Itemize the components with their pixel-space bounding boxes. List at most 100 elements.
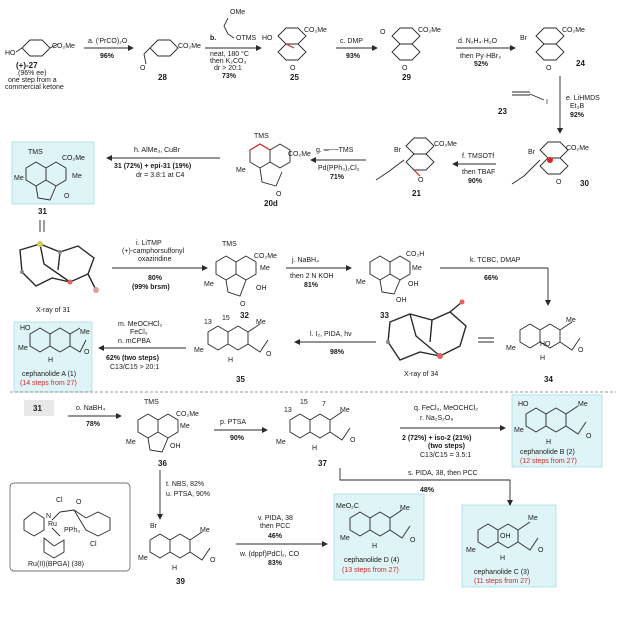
step-i-brsm: (99% brsm) [132, 284, 170, 291]
atom-ho-34: HO [540, 341, 551, 348]
atom-c15-37: 15 [300, 399, 308, 406]
atom-ho-ceph-a: HO [20, 325, 31, 332]
atom-o-28: O [140, 65, 146, 72]
step-c-yield: 93% [346, 53, 361, 60]
compound-label-39: 39 [176, 577, 185, 586]
atom-h-ceph-c: H [500, 555, 505, 562]
atom-co2me-32: CO₂Me [254, 253, 277, 260]
structure-ru-catalyst [23, 509, 111, 559]
step-q-two: (two steps) [428, 443, 465, 450]
step-k-yield: 66% [484, 275, 499, 282]
atom-me-34b: Me [506, 345, 516, 352]
compound-label-25: 25 [290, 73, 299, 82]
step-t-reagent: t. NBS, 82% [166, 481, 204, 488]
step-m-reagent: m. MeOCHCl₂ [118, 321, 163, 328]
atom-meo2c-ceph-d: MeO₂C [336, 503, 359, 510]
step-s-yield: 48% [420, 487, 435, 494]
step-g-yield: 71% [330, 174, 345, 181]
atom-co2me-21: CO₂Me [434, 141, 457, 148]
equivalence-bar [39, 220, 45, 232]
atom-o-34: O [578, 347, 584, 354]
compound-27-note2: commercial ketone [5, 84, 64, 91]
xray-34-caption: X-ray of 34 [404, 371, 438, 378]
step-p-reagent: p. PTSA [220, 419, 246, 426]
compound-31-start: 31 [33, 404, 42, 413]
atom-co2me-24: CO₂Me [562, 27, 585, 34]
step-j-reagent: j. NaBH₄ [291, 257, 319, 264]
compound-27-note1: one step from a [8, 77, 57, 84]
atom-br-24: Br [520, 35, 528, 42]
step-i-cond2: oxaziridine [138, 256, 172, 263]
step-q-ratio: C13/C15 = 3.5:1 [420, 452, 471, 459]
structure-cephanolide-b [525, 405, 587, 435]
atom-h-35: H [228, 357, 233, 364]
compound-label-35: 35 [236, 375, 245, 384]
atom-h-ceph-d: H [372, 543, 377, 550]
step-b-cond1: neat, 180 °C [210, 50, 249, 58]
compound-label-29: 29 [402, 73, 411, 82]
step-r-reagent: r. Na₂S₂O₈ [420, 415, 453, 422]
arrow-s [339, 468, 511, 500]
step-q-result: 2 (72%) + iso-2 (21%) [402, 435, 471, 442]
structure-cephanolide-a [29, 327, 87, 353]
atom-o-ceph-c: O [538, 547, 544, 554]
atom-co2me-28: CO₂Me [178, 43, 201, 50]
atom-tms-36: TMS [144, 399, 159, 406]
atom-me-31: Me [14, 175, 24, 182]
compound-label-32: 32 [240, 311, 249, 320]
atom-cl-ru: Cl [56, 497, 63, 504]
compound-label-20d: 20d [264, 199, 278, 208]
atom-me-20d: Me [236, 167, 246, 174]
step-p-yield: 90% [230, 435, 245, 442]
step-g-cond: Pd(PPh₃)₂Cl₂ [318, 165, 360, 172]
step-h-reagent: h. AlMe₃, CuBr [134, 147, 181, 154]
step-c-reagent: c. DMP [340, 38, 363, 45]
atom-c15-35: 15 [222, 315, 230, 322]
step-e-reagent: e. LiHMDS [566, 95, 600, 102]
step-d-reagent: d. N₂H₄·H₂O [458, 38, 498, 45]
atom-me-ceph-c2: Me [466, 547, 476, 554]
atom-tms-32: TMS [222, 241, 237, 248]
atom-co2me-36: CO₂Me [176, 411, 199, 418]
structure-20d [249, 143, 291, 187]
atom-o-35: O [266, 351, 272, 358]
step-i-yield: 80% [148, 275, 163, 282]
product-d-steps: (13 steps from 27) [342, 567, 399, 574]
atom-c13-35: 13 [204, 319, 212, 326]
structure-35 [207, 323, 269, 353]
step-b-cond2: then K₂CO₃ [210, 58, 246, 65]
atom-me-ceph-a2: Me [80, 329, 90, 336]
compound-label-33: 33 [380, 311, 389, 320]
atom-tms-20d: TMS [254, 133, 269, 140]
atom-o-ceph-a: O [84, 349, 90, 356]
structure-31 [25, 161, 67, 201]
structure-29 [391, 27, 421, 61]
xray-34-image [386, 299, 467, 361]
structure-36 [137, 413, 179, 453]
atom-co2me-25: CO₂Me [304, 27, 327, 34]
atom-me-35b: Me [194, 347, 204, 354]
compound-label-30: 30 [580, 179, 589, 188]
step-h-dr: dr = 3.8:1 at C4 [136, 172, 185, 179]
atom-me-33: Me [412, 265, 422, 272]
step-d-cond: then Py·HBr₃ [460, 53, 501, 60]
product-b-steps: (12 steps from 27) [520, 458, 577, 465]
structure-28 [143, 39, 179, 65]
step-j-cond: then 2 N KOH [290, 273, 334, 280]
atom-pph3-ru: PPh₃ [64, 527, 80, 534]
atom-h-39: H [172, 565, 177, 572]
product-a-name: cephanolide A (1) [22, 371, 76, 378]
atom-me-ceph-d: Me [340, 535, 350, 542]
atom-c7-37: 7 [322, 401, 326, 408]
ru-catalyst-label: Ru(II)(BPGA) (38) [28, 561, 84, 568]
atom-h-ceph-a: H [48, 357, 53, 364]
structure-32 [215, 255, 257, 297]
compound-label-27: (+)-27 [16, 61, 38, 70]
compound-label-23: 23 [498, 107, 507, 116]
atom-br-39: Br [150, 523, 158, 530]
compound-label-24: 24 [576, 59, 585, 68]
atom-me-ceph-a: Me [18, 345, 28, 352]
atom-o-21: O [418, 177, 424, 184]
atom-ho-25: HO [262, 35, 273, 42]
